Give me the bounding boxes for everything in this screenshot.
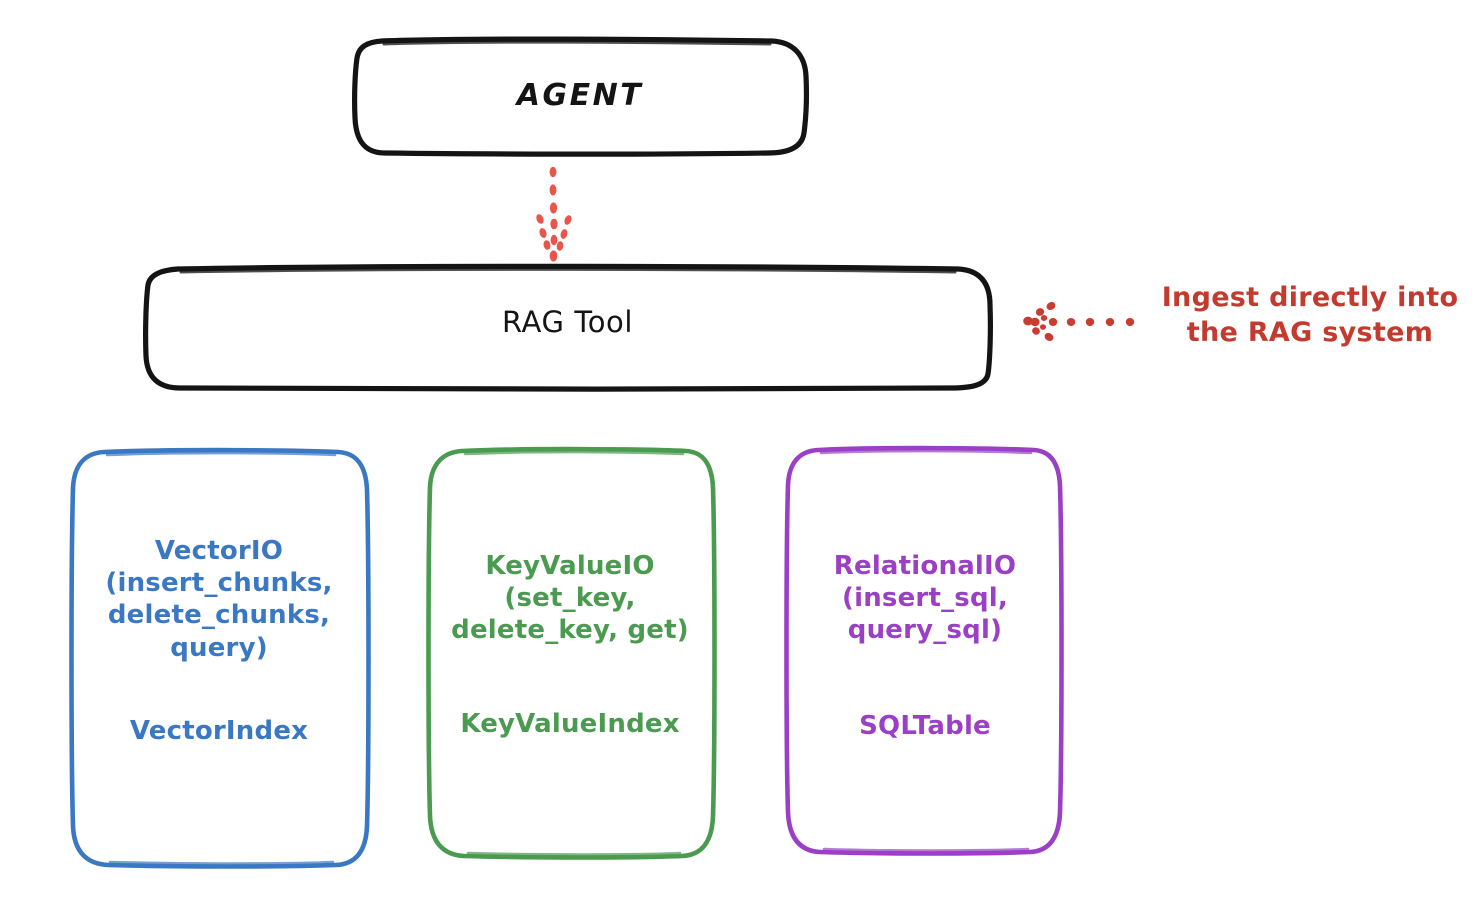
relational-io-api-label: RelationalIO (insert_sql, query_sql): [833, 551, 1017, 646]
agent-to-rag-dotted-arrow: [536, 166, 572, 262]
vector-index-label: VectorIndex: [129, 716, 309, 746]
rag-tool-label: RAG Tool: [501, 305, 634, 339]
relational-io-box[interactable]: [784, 445, 1064, 856]
keyvalue-io-box[interactable]: [426, 446, 717, 860]
keyvalue-io-api-label: KeyValueIO (set_key, delete_key, get): [451, 551, 689, 646]
ingest-dotted-arrow: [1023, 301, 1135, 342]
agent-label: AGENT: [516, 78, 644, 113]
sql-table-label: SQLTable: [859, 711, 991, 741]
ingest-annotation-text: Ingest directly into the RAG system: [1161, 282, 1459, 348]
keyvalue-index-label: KeyValueIndex: [460, 709, 680, 739]
vector-io-api-label: VectorIO (insert_chunks, delete_chunks, …: [105, 536, 333, 663]
